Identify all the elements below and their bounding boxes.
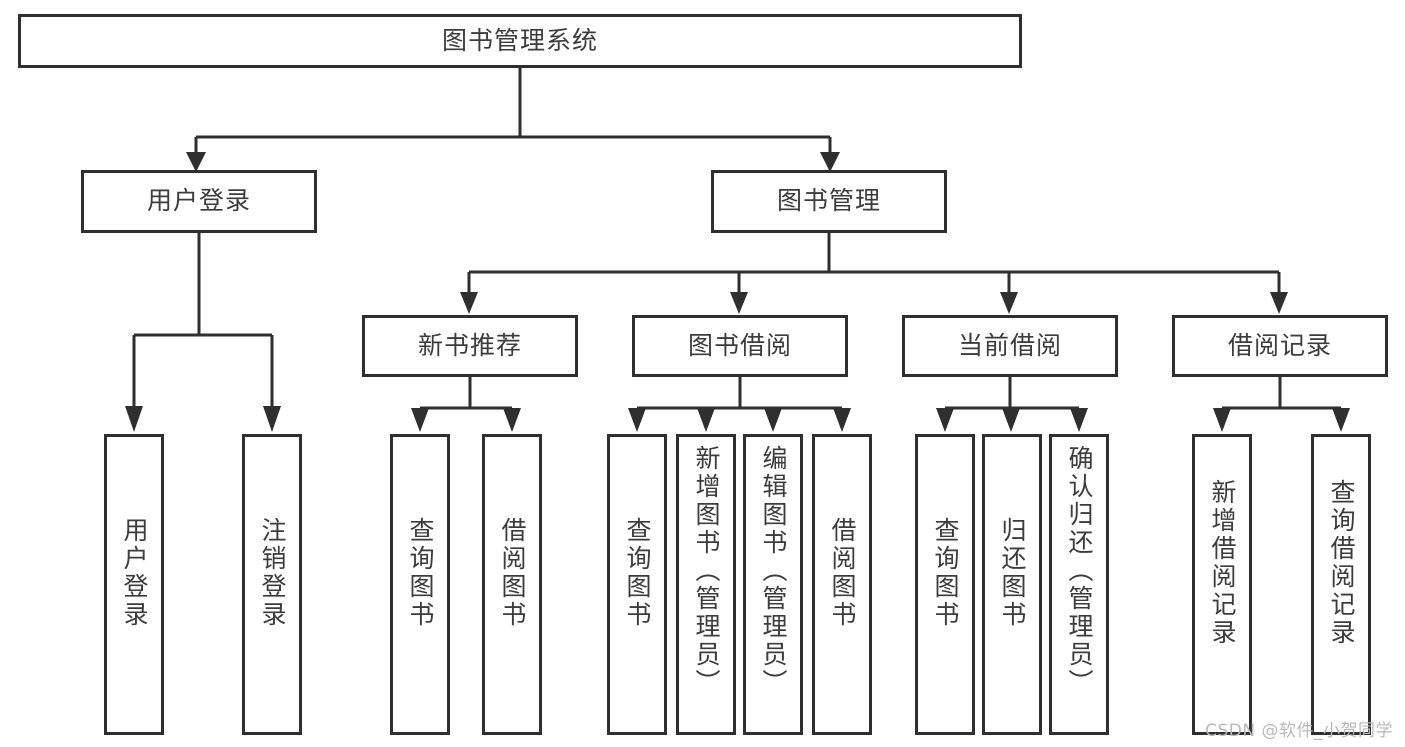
node-leaf-logout[interactable]: 注销登录 [242, 434, 302, 735]
arrow-book-borrow [730, 292, 748, 314]
node-leaf-query-record[interactable]: 查询借阅记录 [1311, 434, 1371, 735]
node-leaf-return-book[interactable]: 归还图书 [982, 434, 1042, 735]
node-book-borrow-label: 图书借阅 [687, 330, 792, 360]
node-book-management-label: 图书管理 [776, 186, 881, 216]
node-borrow-record-label: 借阅记录 [1227, 330, 1332, 360]
node-user-login-label: 用户登录 [146, 186, 251, 216]
node-leaf-return-book-label: 归还图书 [998, 517, 1027, 629]
arrow-leaf-user-login [125, 406, 143, 432]
node-leaf-add-book[interactable]: 新增图书（管理员） [676, 434, 736, 735]
arrow-leaf-add-book [697, 408, 715, 432]
arrow-user-login [186, 152, 206, 172]
arrow-leaf-query-record [1332, 408, 1350, 432]
arrow-book-management [820, 152, 840, 172]
node-leaf-add-record[interactable]: 新增借阅记录 [1192, 434, 1252, 735]
arrow-leaf-borrow-book-2 [833, 408, 851, 432]
node-leaf-add-book-label: 新增图书（管理员） [692, 445, 721, 697]
node-leaf-user-login[interactable]: 用户登录 [104, 434, 164, 735]
node-leaf-query-book-3[interactable]: 查询图书 [915, 434, 975, 735]
node-leaf-user-login-label: 用户登录 [120, 517, 149, 629]
node-leaf-query-record-label: 查询借阅记录 [1327, 479, 1356, 647]
node-leaf-query-book-3-label: 查询图书 [931, 517, 960, 629]
arrow-leaf-add-record [1213, 408, 1231, 432]
node-current-borrow[interactable]: 当前借阅 [902, 315, 1118, 377]
node-leaf-query-book-2-label: 查询图书 [623, 517, 652, 629]
arrow-leaf-confirm-return [1070, 408, 1088, 432]
node-book-management[interactable]: 图书管理 [711, 170, 947, 233]
arrow-current-borrow [1000, 292, 1018, 314]
node-leaf-query-book-1[interactable]: 查询图书 [390, 434, 450, 735]
node-leaf-add-record-label: 新增借阅记录 [1208, 479, 1237, 647]
node-current-borrow-label: 当前借阅 [957, 330, 1062, 360]
node-user-login[interactable]: 用户登录 [81, 170, 317, 233]
node-leaf-borrow-book-1[interactable]: 借阅图书 [482, 434, 542, 735]
arrow-leaf-query-book-1 [411, 408, 429, 432]
arrow-leaf-edit-book [764, 408, 782, 432]
node-leaf-borrow-book-1-label: 借阅图书 [498, 517, 527, 629]
node-root-label: 图书管理系统 [441, 25, 598, 55]
node-leaf-borrow-book-2[interactable]: 借阅图书 [812, 434, 872, 735]
node-leaf-logout-label: 注销登录 [258, 517, 287, 629]
node-leaf-borrow-book-2-label: 借阅图书 [828, 517, 857, 629]
node-leaf-confirm-return[interactable]: 确认归还（管理员） [1049, 434, 1109, 735]
watermark-text: CSDN @软件_小贺同学 [1205, 721, 1393, 741]
arrow-leaf-logout [263, 406, 281, 432]
arrow-leaf-borrow-book-1 [503, 408, 521, 432]
node-root[interactable]: 图书管理系统 [18, 14, 1022, 68]
node-leaf-query-book-1-label: 查询图书 [406, 517, 435, 629]
arrow-new-book-recommend [460, 292, 478, 314]
arrow-leaf-query-book-3 [936, 408, 954, 432]
node-leaf-edit-book[interactable]: 编辑图书（管理员） [743, 434, 803, 735]
arrow-leaf-query-book-2 [628, 408, 646, 432]
arrow-leaf-return-book [1002, 408, 1020, 432]
node-leaf-confirm-return-label: 确认归还（管理员） [1065, 445, 1094, 697]
arrow-borrow-record [1270, 292, 1288, 314]
node-new-book-recommend[interactable]: 新书推荐 [362, 315, 578, 377]
node-new-book-recommend-label: 新书推荐 [417, 330, 522, 360]
node-book-borrow[interactable]: 图书借阅 [632, 315, 848, 377]
node-leaf-query-book-2[interactable]: 查询图书 [607, 434, 667, 735]
node-borrow-record[interactable]: 借阅记录 [1172, 315, 1388, 377]
node-leaf-edit-book-label: 编辑图书（管理员） [759, 445, 788, 697]
